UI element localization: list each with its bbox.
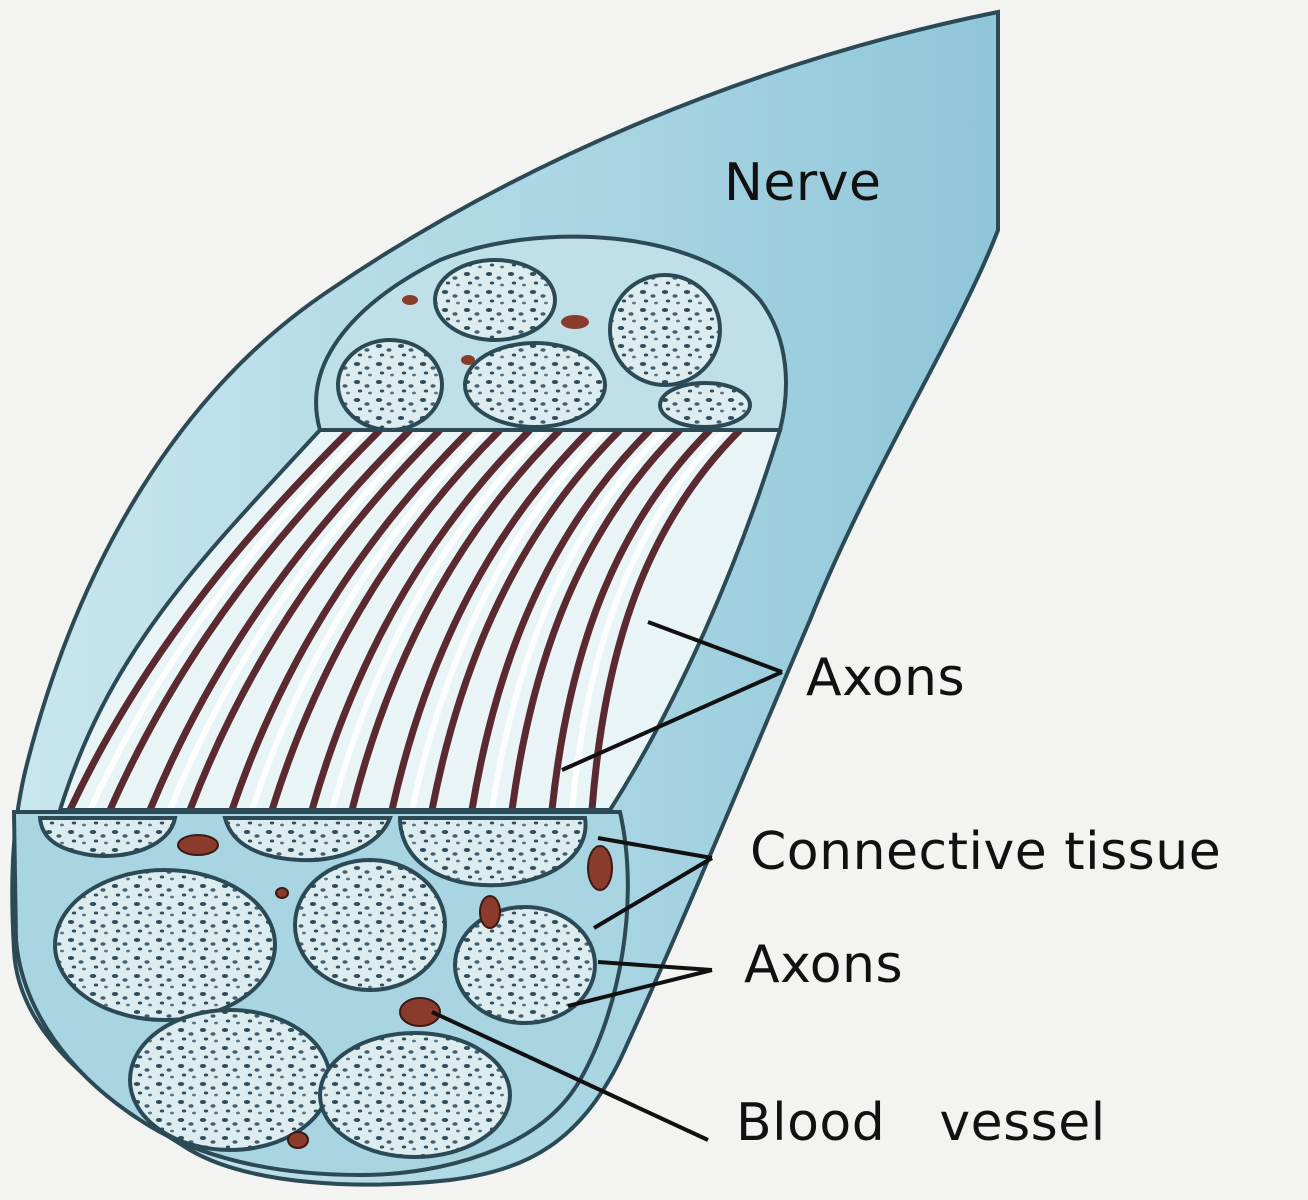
upper-fascicles xyxy=(336,258,752,432)
label-nerve: Nerve xyxy=(724,153,882,213)
leader-lines xyxy=(431,620,783,1142)
lower-fascicles xyxy=(37,816,597,1159)
lower-blood-vessels xyxy=(177,834,613,1149)
label-axons-upper: Axons xyxy=(806,648,966,708)
label-blood-vessel: Blood vessel xyxy=(736,1093,1106,1153)
label-axons-lower: Axons xyxy=(744,935,904,995)
fiber-bundle-outline xyxy=(57,428,783,812)
label-connective-tissue: Connective tissue xyxy=(750,822,1222,882)
upper-blood-vessels xyxy=(402,295,589,365)
